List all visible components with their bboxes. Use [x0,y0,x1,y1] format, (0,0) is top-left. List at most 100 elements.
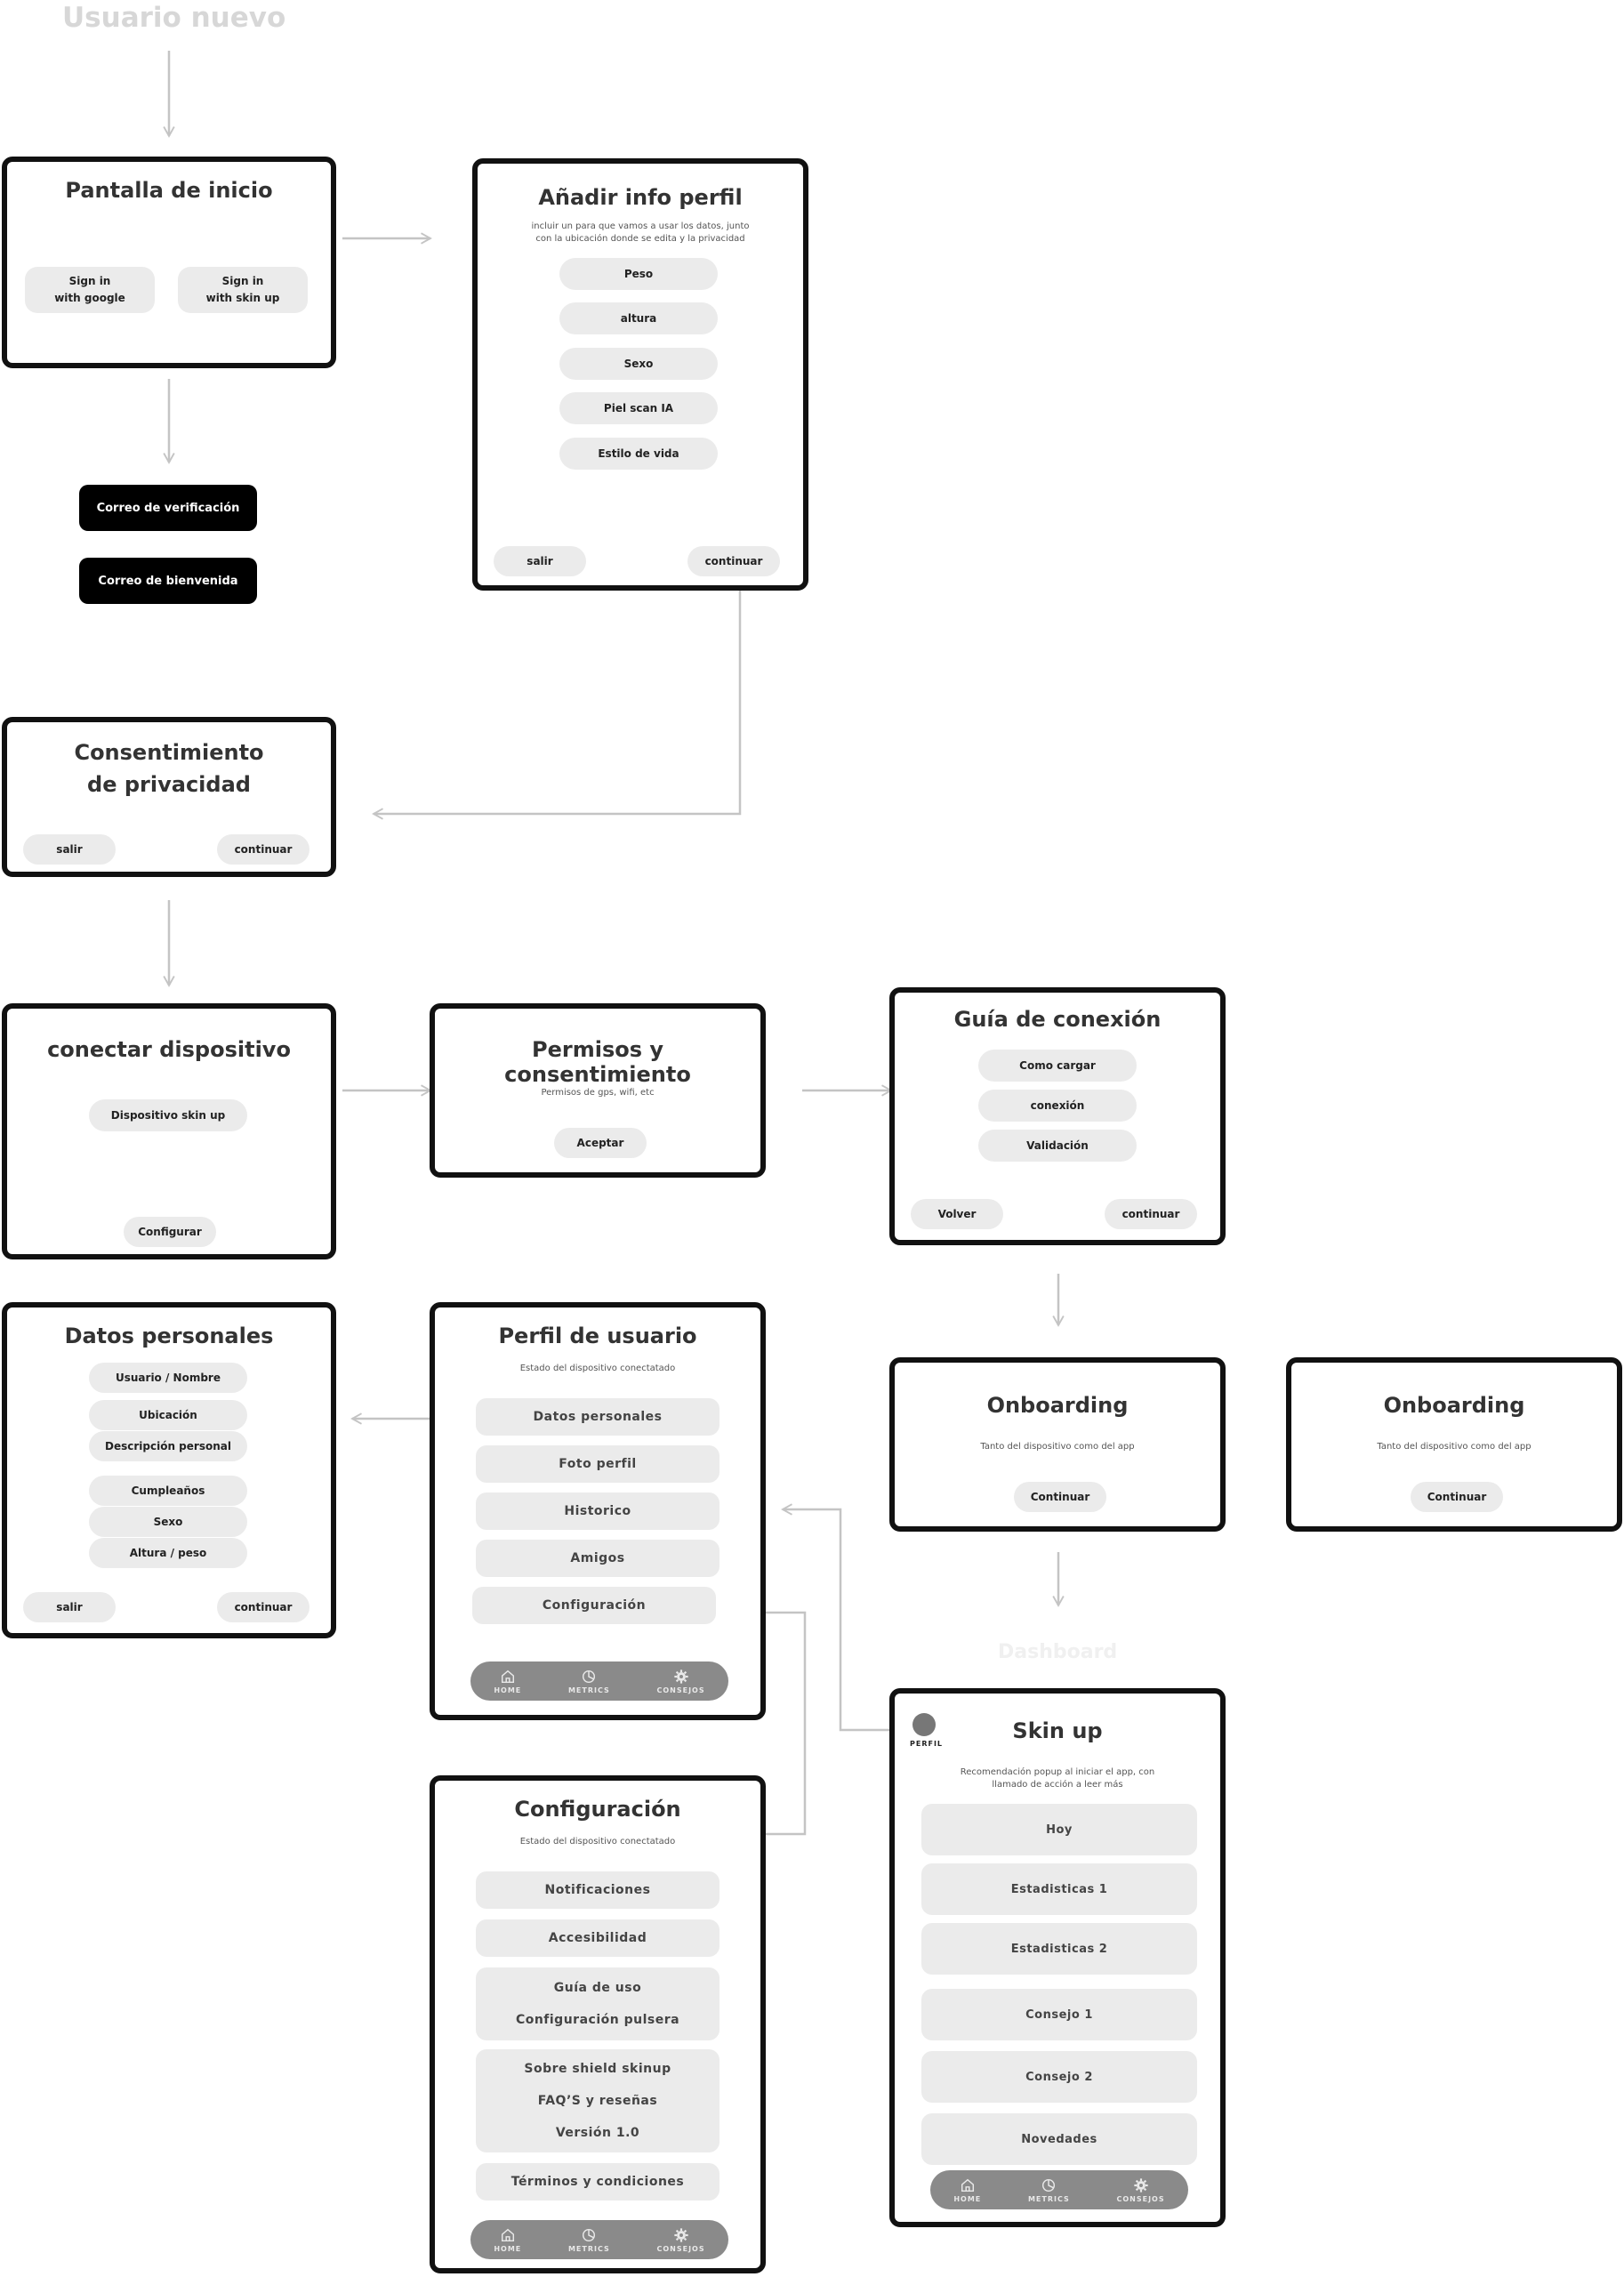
card-hoy[interactable]: Hoy [921,1804,1197,1855]
nav-consejos[interactable]: CONSEJOS [1116,2177,1164,2203]
guide-item-como-cargar[interactable]: Como cargar [978,1050,1137,1082]
frame-subtitle: Tanto del dispositivo como del app [1377,1442,1532,1452]
frame-title: conectar dispositivo [47,1037,291,1062]
card-consejo-2[interactable]: Consejo 2 [921,2051,1197,2103]
config-notificaciones[interactable]: Notificaciones [476,1871,720,1909]
nav-home[interactable]: HOME [494,2227,521,2253]
continue-button[interactable]: continuar [687,546,780,576]
card-novedades[interactable]: Novedades [921,2113,1197,2165]
frame-subtitle: incluir un para que vamos a usar los dat… [531,221,750,244]
menu-amigos[interactable]: Amigos [476,1540,720,1577]
frame-subtitle: Estado del dispositivo conectatado [519,1837,676,1847]
home-icon [501,2228,514,2241]
field-estilo-vida[interactable]: Estilo de vida [559,438,718,470]
frame-pantalla-inicio: Pantalla de inicio Sign in with google S… [2,157,336,368]
frame-title: Onboarding [986,1393,1129,1418]
frame-title: Guía de conexión [953,1007,1162,1032]
nav-consejos[interactable]: CONSEJOS [656,1669,704,1694]
datos-usuario-nombre[interactable]: Usuario / Nombre [89,1363,247,1393]
continue-button[interactable]: Continuar [1411,1482,1503,1512]
menu-historico[interactable]: Historico [476,1493,720,1530]
config-version: Versión 1.0 [555,2126,640,2140]
nav-consejos-label: CONSEJOS [1116,2194,1165,2203]
frame-title: Consentimiento de privacidad [74,740,264,797]
field-altura[interactable]: altura [559,302,718,334]
nav-metrics-label: METRICS [567,2244,610,2253]
guide-item-conexion[interactable]: conexión [978,1090,1137,1122]
card-estadisticas-2[interactable]: Estadisticas 2 [921,1923,1197,1975]
gear-icon [673,1669,688,1684]
frame-onboarding-1: Onboarding Tanto del dispositivo como de… [889,1357,1226,1532]
config-accesibilidad[interactable]: Accesibilidad [476,1919,720,1957]
menu-foto-perfil[interactable]: Foto perfil [476,1445,720,1483]
datos-cumpleanos[interactable]: Cumpleaños [89,1476,247,1506]
config-sobre[interactable]: Sobre shield skinup [524,2062,671,2076]
continue-button[interactable]: continuar [1105,1199,1197,1229]
bottom-nav: HOME METRICS CONSEJOS [930,2170,1188,2209]
field-sexo[interactable]: Sexo [559,348,718,380]
menu-configuracion[interactable]: Configuración [472,1587,716,1624]
datos-descripcion[interactable]: Descripción personal [89,1431,247,1461]
nav-metrics[interactable]: METRICS [1028,2177,1070,2203]
card-estadisticas-1[interactable]: Estadisticas 1 [921,1863,1197,1915]
continue-button[interactable]: continuar [217,834,310,865]
frame-guia-conexion: Guía de conexión Como cargar conexión Va… [889,987,1226,1245]
nav-home[interactable]: HOME [494,1669,521,1694]
frame-anadir-info-perfil: Añadir info perfil incluir un para que v… [472,158,808,591]
nav-consejos-label: CONSEJOS [656,2244,705,2253]
menu-datos-personales[interactable]: Datos personales [476,1398,720,1436]
field-peso[interactable]: Peso [559,258,718,290]
continue-button[interactable]: continuar [217,1592,310,1622]
exit-button[interactable]: salir [494,546,586,576]
dashboard-ghost-label: Dashboard [998,1641,1118,1663]
nav-metrics[interactable]: METRICS [568,2227,610,2253]
datos-ubicacion[interactable]: Ubicación [89,1400,247,1430]
datos-altura-peso[interactable]: Altura / peso [89,1538,247,1568]
avatar[interactable] [912,1713,936,1736]
frame-subtitle: Tanto del dispositivo como del app [980,1442,1135,1452]
card-consejo-1[interactable]: Consejo 1 [921,1989,1197,2040]
nav-home[interactable]: HOME [953,2177,981,2203]
correo-verificacion: Correo de verificación [79,485,257,531]
config-guia-uso[interactable]: Guía de uso [553,1981,642,1995]
frame-title: Datos personales [64,1324,274,1348]
config-terminos[interactable]: Términos y condiciones [476,2163,720,2201]
frame-conectar-dispositivo: conectar dispositivo Dispositivo skin up… [2,1003,336,1259]
frame-perfil-usuario: Perfil de usuario Estado del dispositivo… [430,1302,766,1720]
frame-title: Onboarding [1383,1393,1525,1418]
exit-button[interactable]: salir [23,834,116,865]
home-icon [961,2178,974,2192]
nav-metrics[interactable]: METRICS [568,1669,610,1694]
field-piel-scan[interactable]: Piel scan IA [559,392,718,424]
home-icon [501,1670,514,1683]
accept-button[interactable]: Aceptar [554,1128,647,1158]
config-faqs[interactable]: FAQ’S y reseñas [537,2094,658,2108]
correo-bienvenida: Correo de bienvenida [79,558,257,604]
config-pulsera[interactable]: Configuración pulsera [515,2013,680,2027]
frame-title: Skin up [1012,1718,1103,1743]
datos-sexo[interactable]: Sexo [89,1507,247,1537]
nav-home-label: HOME [953,2194,982,2203]
frame-subtitle: Estado del dispositivo conectatado [519,1364,676,1373]
frame-skin-up: PERFIL Skin up Recomendación popup al in… [889,1688,1226,2227]
sign-in-skinup-button[interactable]: Sign in with skin up [178,267,308,313]
nav-metrics-label: METRICS [1027,2194,1070,2203]
flow-title: Usuario nuevo [62,2,286,34]
frame-subtitle: Recomendación popup al iniciar el app, c… [960,1767,1155,1790]
configure-button[interactable]: Configurar [124,1217,216,1247]
nav-home-label: HOME [494,1686,522,1694]
gear-icon [1133,2177,1148,2193]
config-group-uso[interactable]: Guía de uso Configuración pulsera [476,1967,720,2040]
continue-button[interactable]: Continuar [1014,1482,1106,1512]
nav-consejos[interactable]: CONSEJOS [656,2227,704,2253]
device-skinup-button[interactable]: Dispositivo skin up [89,1099,247,1131]
guide-item-validacion[interactable]: Validación [978,1130,1137,1162]
frame-subtitle: Permisos de gps, wifi, etc [541,1088,655,1098]
frame-permisos: Permisos y consentimiento Permisos de gp… [430,1003,766,1178]
pie-chart-icon [583,1670,596,1683]
config-group-info[interactable]: Sobre shield skinup FAQ’S y reseñas Vers… [476,2049,720,2152]
exit-button[interactable]: salir [23,1592,116,1622]
back-button[interactable]: Volver [911,1199,1003,1229]
frame-datos-personales: Datos personales Usuario / Nombre Ubicac… [2,1302,336,1638]
sign-in-google-button[interactable]: Sign in with google [25,267,155,313]
